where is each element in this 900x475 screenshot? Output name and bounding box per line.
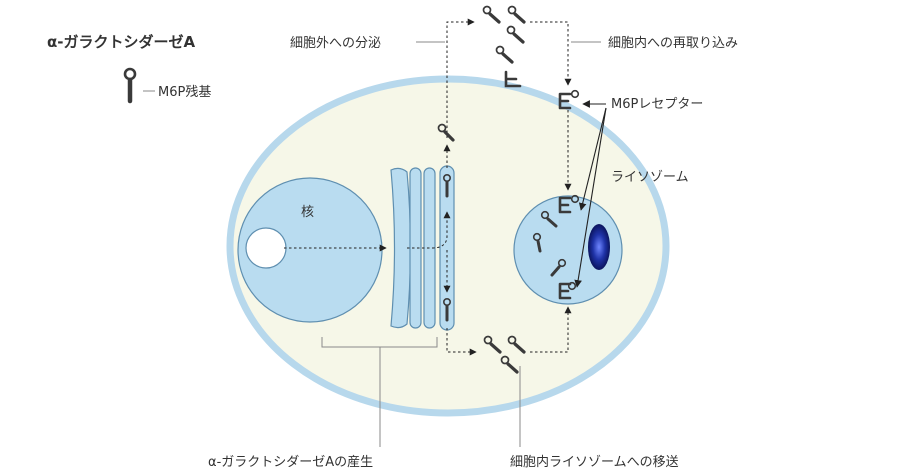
enzyme-transport-2 bbox=[507, 335, 526, 354]
diagram-title: α-ガラクトシダーゼA bbox=[47, 33, 196, 51]
nucleus-label: 核 bbox=[301, 205, 314, 220]
m6p-receptor-bound-membrane bbox=[558, 89, 580, 110]
enzyme-extracellular-2 bbox=[507, 5, 526, 24]
legend-m6p-label: M6P残基 bbox=[158, 85, 211, 100]
m6p-receptor-lysosome-top bbox=[558, 194, 580, 214]
reuptake-label: 細胞内への再取り込み bbox=[608, 35, 738, 51]
secretion-label: 細胞外への分泌 bbox=[290, 36, 381, 51]
enzyme-extracellular-3 bbox=[506, 25, 525, 44]
enzyme-golgi-bottom bbox=[442, 297, 451, 322]
enzyme-extracellular-1 bbox=[482, 5, 501, 24]
lysosome-core bbox=[588, 224, 610, 270]
enzyme-golgi-top bbox=[442, 174, 451, 198]
production-label: α-ガラクトシダーゼAの産生 bbox=[208, 454, 373, 470]
transport-label: 細胞内ライソゾームへの移送 bbox=[510, 454, 679, 470]
enzyme-transport-1 bbox=[483, 335, 502, 354]
enzyme-lysosome-3 bbox=[550, 258, 567, 277]
enzyme-lysosome-2 bbox=[532, 232, 542, 253]
m6p-receptor-empty bbox=[504, 70, 522, 88]
nucleolus bbox=[245, 227, 287, 269]
enzyme-secreting bbox=[437, 123, 455, 142]
enzyme-transport-3 bbox=[500, 355, 519, 374]
lysosome-label: ライソゾーム bbox=[611, 170, 689, 185]
m6p-legend-symbol-icon bbox=[123, 67, 137, 104]
enzyme-extracellular-4 bbox=[495, 45, 514, 64]
lysosome bbox=[513, 195, 623, 305]
m6p-receptor-label: M6Pレセプター bbox=[611, 97, 703, 112]
enzyme-lysosome-1 bbox=[540, 210, 558, 228]
